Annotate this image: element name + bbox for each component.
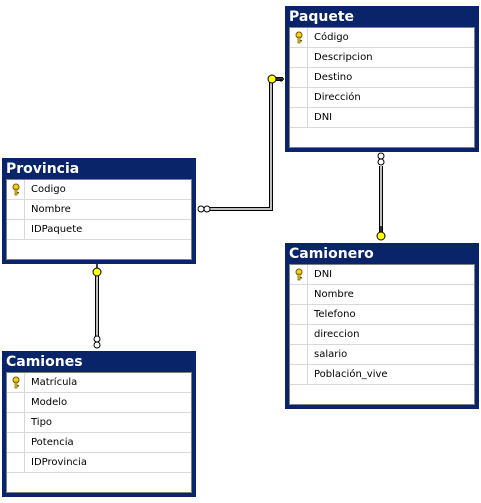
field-name: Dirección <box>314 92 361 103</box>
field-row[interactable]: Codigo <box>7 180 191 200</box>
row-selector[interactable] <box>290 345 308 364</box>
field-name: IDProvincia <box>31 457 87 468</box>
field-row[interactable]: DNI <box>290 265 474 285</box>
many-end-icon <box>377 152 385 166</box>
row-selector[interactable] <box>290 88 308 107</box>
key-icon <box>12 376 20 389</box>
field-name: salario <box>314 349 348 360</box>
table-provincia[interactable]: Provincia Codigo Nombre IDPaquete <box>2 158 196 264</box>
row-selector[interactable] <box>7 200 25 219</box>
row-selector[interactable] <box>7 413 25 432</box>
row-selector[interactable] <box>7 220 25 239</box>
row-selector[interactable] <box>290 48 308 67</box>
table-title: Paquete <box>286 7 478 27</box>
field-name: Telefono <box>314 309 356 320</box>
field-list: Codigo Nombre IDPaquete <box>6 179 192 260</box>
table-title: Camiones <box>3 352 195 372</box>
key-icon <box>295 31 303 44</box>
field-row[interactable]: salario <box>290 345 474 365</box>
field-row[interactable]: Descripcion <box>290 48 474 68</box>
table-title: Camionero <box>286 244 478 264</box>
key-icon <box>12 183 20 196</box>
field-row[interactable]: Tipo <box>7 413 191 433</box>
field-name: Matrícula <box>31 377 78 388</box>
row-selector[interactable] <box>290 305 308 324</box>
field-name: Tipo <box>31 417 53 428</box>
key-end-icon <box>376 226 386 241</box>
key-icon <box>295 268 303 281</box>
field-name: direccion <box>314 329 360 340</box>
field-name: Población_vive <box>314 369 388 380</box>
field-row[interactable]: Telefono <box>290 305 474 325</box>
row-selector[interactable] <box>7 393 25 412</box>
table-title: Provincia <box>3 159 195 179</box>
field-list: DNI Nombre Telefono direccion salario Po… <box>289 264 475 405</box>
field-row[interactable]: Potencia <box>7 433 191 453</box>
field-list: Código Descripcion Destino Dirección DNI <box>289 27 475 148</box>
field-row[interactable]: DNI <box>290 108 474 128</box>
field-row[interactable]: Población_vive <box>290 365 474 385</box>
row-selector[interactable] <box>7 180 25 199</box>
row-selector[interactable] <box>290 365 308 384</box>
field-name: DNI <box>314 269 333 280</box>
field-name: Destino <box>314 72 353 83</box>
row-selector[interactable] <box>290 285 308 304</box>
field-row[interactable]: Modelo <box>7 393 191 413</box>
field-row[interactable]: Nombre <box>290 285 474 305</box>
field-row[interactable]: Destino <box>290 68 474 88</box>
row-selector[interactable] <box>290 108 308 127</box>
row-selector[interactable] <box>7 433 25 452</box>
table-paquete[interactable]: Paquete Código Descripcion Destino Direc… <box>285 6 479 152</box>
table-camiones[interactable]: Camiones Matrícula Modelo Tipo Potencia … <box>2 351 196 497</box>
field-row[interactable]: Dirección <box>290 88 474 108</box>
row-selector[interactable] <box>290 325 308 344</box>
field-name: Descripcion <box>314 52 373 63</box>
field-name: IDPaquete <box>31 224 83 235</box>
table-camionero[interactable]: Camionero DNI Nombre Telefono direccion … <box>285 243 479 409</box>
field-name: Código <box>314 32 349 43</box>
field-row[interactable]: Matrícula <box>7 373 191 393</box>
field-row[interactable]: Nombre <box>7 200 191 220</box>
field-name: Nombre <box>314 289 354 300</box>
row-selector[interactable] <box>7 373 25 392</box>
key-end-icon <box>267 74 284 84</box>
field-row[interactable]: Código <box>290 28 474 48</box>
field-row[interactable]: direccion <box>290 325 474 345</box>
relationship-paquete-camionero[interactable] <box>376 152 386 241</box>
relationship-provincia-paquete[interactable] <box>197 74 284 213</box>
relationship-provincia-camiones[interactable] <box>92 263 102 349</box>
many-end-icon <box>93 335 101 349</box>
row-selector[interactable] <box>7 453 25 472</box>
row-selector[interactable] <box>290 265 308 284</box>
field-name: Potencia <box>31 437 74 448</box>
field-row[interactable]: IDProvincia <box>7 453 191 473</box>
row-selector[interactable] <box>290 68 308 87</box>
row-selector[interactable] <box>290 28 308 47</box>
field-row[interactable]: IDPaquete <box>7 220 191 240</box>
field-list: Matrícula Modelo Tipo Potencia IDProvinc… <box>6 372 192 493</box>
field-name: Nombre <box>31 204 71 215</box>
field-name: Codigo <box>31 184 66 195</box>
field-name: DNI <box>314 112 333 123</box>
many-end-icon <box>197 205 211 213</box>
field-name: Modelo <box>31 397 68 408</box>
key-end-icon <box>92 263 102 277</box>
